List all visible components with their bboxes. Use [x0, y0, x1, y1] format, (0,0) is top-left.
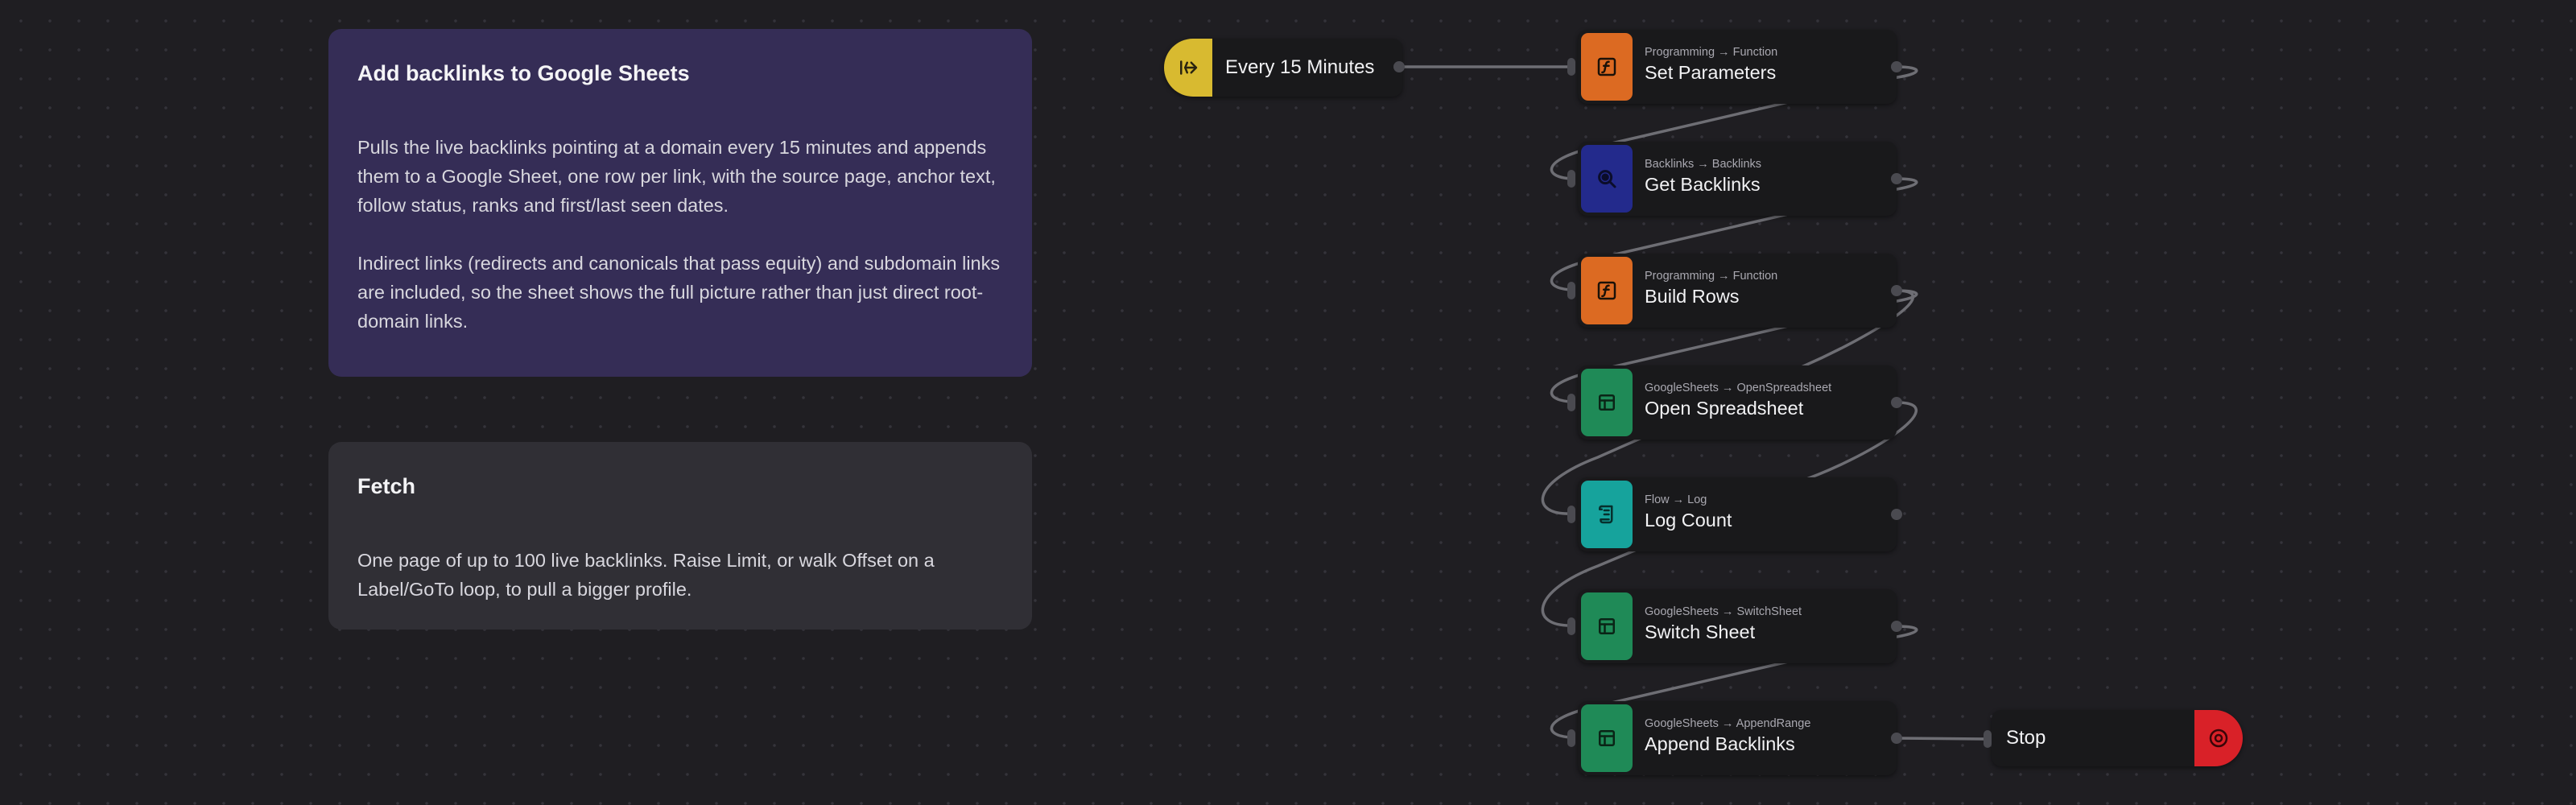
node-output-port[interactable] — [1891, 733, 1902, 744]
node-category: Programming → Function — [1645, 46, 1778, 59]
node-title: Switch Sheet — [1645, 621, 1756, 642]
node-output-port[interactable] — [1891, 509, 1902, 520]
node-open-spreadsheet[interactable]: GoogleSheets → OpenSpreadsheet Open Spre… — [1578, 365, 1897, 440]
note-overview[interactable]: Add backlinks to Google Sheets Pulls the… — [328, 29, 1032, 377]
node-input-port[interactable] — [1567, 729, 1575, 747]
node-output-port[interactable] — [1891, 61, 1902, 72]
note-paragraph: Pulls the live backlinks pointing at a d… — [357, 137, 996, 216]
node-category: Backlinks → Backlinks — [1645, 158, 1762, 171]
function-icon — [1581, 257, 1633, 324]
note-paragraph: Indirect links (redirects and canonicals… — [357, 253, 1001, 332]
trigger-icon — [1164, 39, 1212, 97]
stop-node[interactable]: Stop — [1992, 710, 2243, 766]
note-fetch[interactable]: Fetch One page of up to 100 live backlin… — [328, 442, 1032, 630]
note-title: Add backlinks to Google Sheets — [357, 61, 690, 85]
trigger-node[interactable]: Every 15 Minutes — [1164, 39, 1402, 97]
node-switch-sheet[interactable]: GoogleSheets → SwitchSheet Switch Sheet — [1578, 589, 1897, 663]
stop-label: Stop — [2006, 727, 2046, 749]
node-title: Get Backlinks — [1645, 174, 1761, 195]
node-title: Set Parameters — [1645, 62, 1777, 83]
node-input-port[interactable] — [1567, 170, 1575, 188]
node-output-port[interactable] — [1891, 621, 1902, 632]
node-output-port[interactable] — [1891, 173, 1902, 184]
node-category: Programming → Function — [1645, 270, 1778, 283]
sheets-icon — [1581, 592, 1633, 660]
trigger-label: Every 15 Minutes — [1225, 56, 1375, 78]
node-input-port[interactable] — [1567, 58, 1575, 76]
node-get-backlinks[interactable]: Backlinks → Backlinks Get Backlinks — [1578, 142, 1897, 216]
node-title: Log Count — [1645, 510, 1732, 530]
search-icon — [1581, 145, 1633, 213]
log-icon — [1581, 481, 1633, 548]
node-build-rows[interactable]: Programming → Function Build Rows — [1578, 254, 1897, 328]
note-title: Fetch — [357, 474, 416, 498]
node-append-backlinks[interactable]: GoogleSheets → AppendRange Append Backli… — [1578, 701, 1897, 775]
node-title: Build Rows — [1645, 286, 1740, 307]
node-category: Flow → Log — [1645, 493, 1707, 506]
node-title: Open Spreadsheet — [1645, 398, 1804, 419]
sheets-icon — [1581, 704, 1633, 772]
node-title: Append Backlinks — [1645, 733, 1795, 754]
stop-icon — [2194, 710, 2243, 766]
node-input-port[interactable] — [1567, 506, 1575, 523]
node-input-port[interactable] — [1567, 282, 1575, 299]
node-input-port[interactable] — [1567, 617, 1575, 635]
node-output-port[interactable] — [1891, 285, 1902, 296]
trigger-output-port[interactable] — [1393, 61, 1405, 72]
node-category: GoogleSheets → SwitchSheet — [1645, 605, 1802, 618]
node-category: GoogleSheets → AppendRange — [1645, 717, 1811, 730]
sheets-icon — [1581, 369, 1633, 436]
stop-input-port[interactable] — [1984, 730, 1992, 748]
node-log-count[interactable]: Flow → Log Log Count — [1578, 477, 1897, 551]
node-set-parameters[interactable]: Programming → Function Set Parameters — [1578, 30, 1897, 104]
node-category: GoogleSheets → OpenSpreadsheet — [1645, 382, 1832, 394]
wire-append-backlinks-to-stop — [1895, 737, 1987, 741]
node-output-port[interactable] — [1891, 397, 1902, 408]
note-paragraph: One page of up to 100 live backlinks. Ra… — [357, 550, 935, 600]
function-icon — [1581, 33, 1633, 101]
node-input-port[interactable] — [1567, 394, 1575, 411]
